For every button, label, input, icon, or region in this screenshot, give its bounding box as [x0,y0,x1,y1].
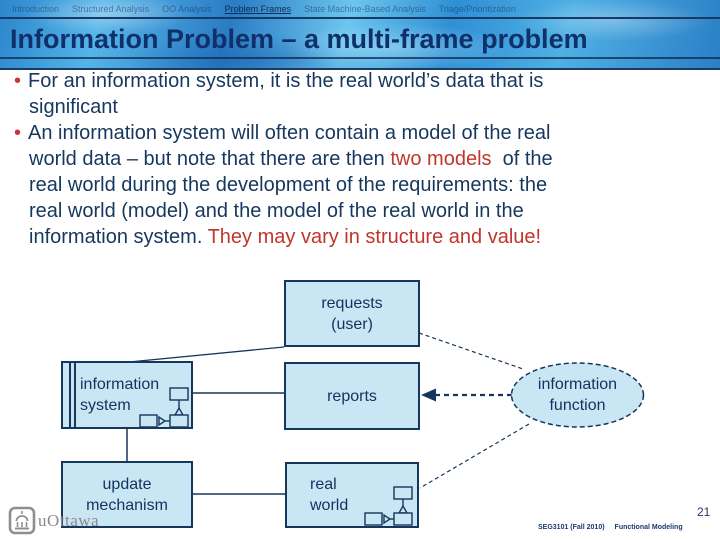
diagram-label-information-function: information function [512,374,643,416]
diagram-box-reports: reports [284,362,420,430]
bullet2-line5: information system. They may vary in str… [14,224,704,250]
bullet2-line4: real world (model) and the model of the … [29,200,524,222]
footer-course-topic: Functional Modeling [614,524,683,531]
footer-course-code: SEG3101 (Fall 2010) [538,524,605,531]
nav-item-structured-analysis[interactable]: Structured Analysis [72,3,150,14]
nav-item-triage-prioritization[interactable]: Triage/Prioritization [438,3,516,14]
bullet2-line1: • An information system will often contai… [14,120,704,146]
diagram-box-real-world: real world [285,462,419,528]
uottawa-logo-text: uOttawa [38,511,100,530]
box-label: reports [327,387,377,405]
arrowhead-icon [421,388,436,402]
box-label: system [80,397,131,414]
box-label: mechanism [86,496,168,514]
diagram-box-update-mechanism: update mechanism [61,461,193,528]
slide-body-text: • For an information system, it is the re… [14,68,704,250]
dashed-line-requests-to-function [418,332,524,370]
bullet2-line2-pre: world data – but note that there are the… [29,148,391,170]
bullet1-line2: significant [29,96,118,118]
nav-item-oo-analysis[interactable]: OO Analysis [162,3,212,14]
diagram-box-requests-user: requests (user) [284,280,420,347]
nav-bar: Introduction Structured Analysis OO Anal… [0,0,720,19]
nav-item-introduction[interactable]: Introduction [12,3,60,14]
bullet2-line3: real world during the development of the… [29,174,548,196]
line-requests-to-system [128,346,285,363]
box-label: real [310,476,337,493]
bullet2-highlight-vary: They may vary in structure and value! [207,226,542,248]
bullet2-line5-pre: information system. [29,226,208,248]
bullet-marker: • [14,70,22,92]
bullet2-highlight-two-models: two models [390,148,492,170]
uottawa-logo-icon [8,506,36,535]
bullet2-line2: world data – but note that there are the… [14,146,704,172]
box-label: world [310,497,349,514]
nav-item-problem-frames[interactable]: Problem Frames [224,3,292,14]
bullet2-line2-post: of the [491,148,553,170]
ellipse-label-line: information [537,376,618,393]
header-band: Introduction Structured Analysis OO Anal… [0,0,720,70]
nav-item-state-machine-analysis[interactable]: State Machine-Based Analysis [304,3,426,14]
box-label: information [80,376,160,393]
dashed-line-function-to-realworld [419,423,530,489]
bullet1-line1: • For an information system, it is the re… [14,68,704,94]
bullet2-text: An information system will often contain… [28,122,551,144]
bullet1-text: For an information system, it is the rea… [28,70,544,92]
ellipse-label-line: function [549,397,606,414]
page-title: Information Problem – a multi-frame prob… [10,24,588,54]
bullet-marker: • [14,122,22,144]
box-label: update [102,475,152,493]
header-divider [0,57,720,59]
box-label: (user) [331,315,373,333]
page-number: 21 [697,505,711,519]
box-label: requests [321,294,383,312]
diagram-machine-information-system: information system [61,361,193,429]
footer-course-info: SEG3101 (Fall 2010) Functional Modeling [538,524,693,531]
